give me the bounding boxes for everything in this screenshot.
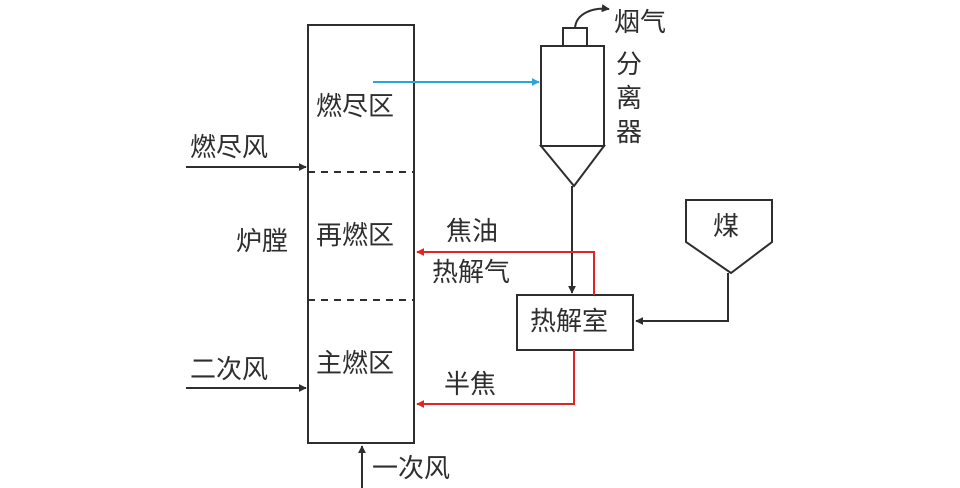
- separator-body: [540, 45, 605, 147]
- separator-outlet: [562, 27, 588, 47]
- tar-label: 焦油: [446, 217, 499, 247]
- secondary-air-label: 二次风: [190, 355, 269, 385]
- pyrolyzer-label: 热解室: [530, 307, 609, 337]
- flue-gas-arrow: [574, 4, 610, 29]
- coal-feed-arrow: [635, 273, 729, 325]
- reburn-zone-label: 再燃区: [316, 221, 395, 251]
- furnace-label: 炉膛: [236, 227, 289, 257]
- flue-gas-label: 烟气: [614, 8, 667, 38]
- primary-air-label: 一次风: [372, 454, 451, 484]
- semi-coke-arrow: [416, 350, 575, 408]
- furnace-column: [307, 24, 415, 444]
- semi-coke-label: 半焦: [444, 370, 497, 400]
- pyrolysis-gas-label: 热解气: [432, 258, 511, 288]
- separator-cone: [538, 145, 606, 188]
- overfire-air-label: 燃尽风: [190, 133, 269, 163]
- coal-hopper: [685, 199, 773, 275]
- burnout-zone-label: 燃尽区: [316, 92, 395, 122]
- main-zone-label: 主燃区: [316, 349, 395, 379]
- coal-label: 煤: [713, 212, 740, 242]
- separator-label: 分离器: [615, 50, 642, 148]
- tar-gas-arrow: [416, 248, 595, 295]
